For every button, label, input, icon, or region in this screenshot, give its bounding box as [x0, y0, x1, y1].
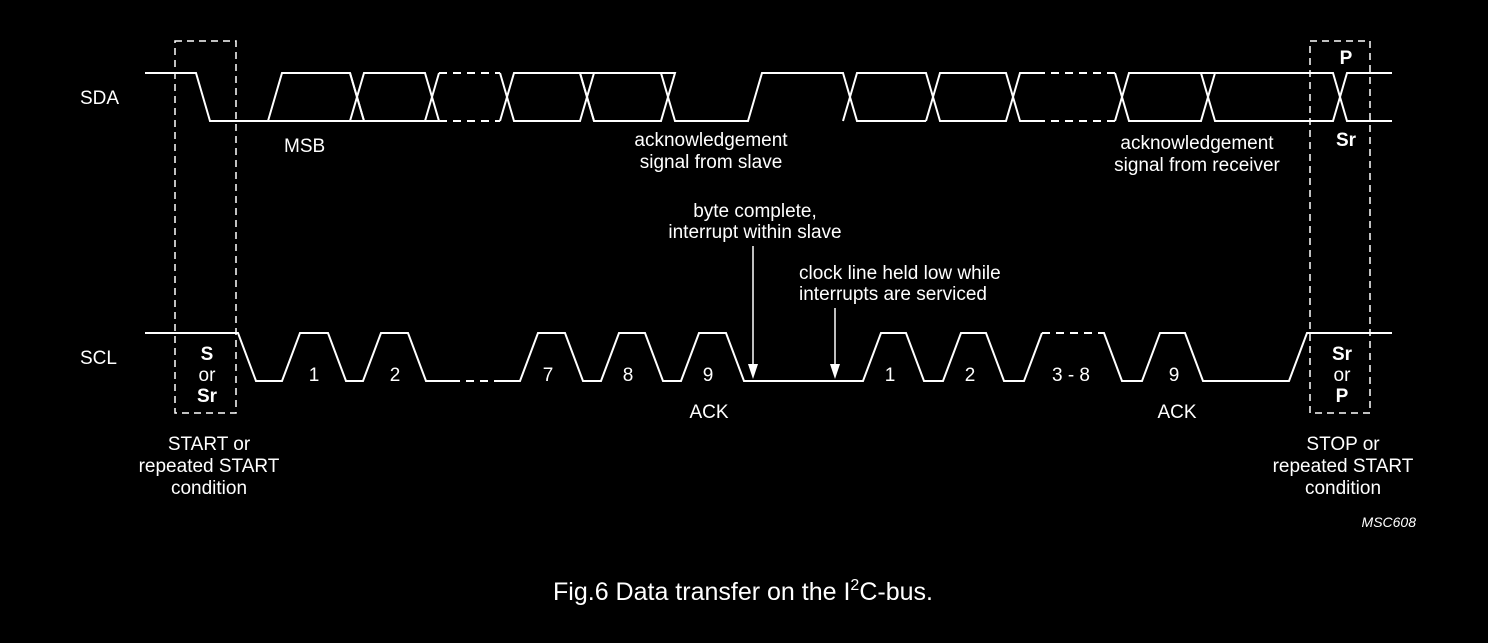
start-condition-line1: START or: [168, 434, 251, 455]
pulse-label: 7: [543, 365, 554, 386]
clock-held-arrowhead: [830, 364, 840, 379]
ack-slave-label-line2: signal from slave: [640, 152, 783, 173]
start-condition-box: [174, 40, 237, 414]
ack-label: ACK: [689, 402, 728, 423]
scl-label: SCL: [80, 348, 117, 369]
pulse-label: 2: [390, 365, 401, 386]
msb-label: MSB: [284, 136, 325, 157]
ack-receiver-label-line1: acknowledgement: [1120, 133, 1274, 154]
scl-waveform: [145, 332, 1392, 382]
pulse-label: 9: [703, 365, 714, 386]
pulse-label: 9: [1169, 365, 1180, 386]
pulse-label: 8: [623, 365, 634, 386]
pulse-label: 3 - 8: [1052, 365, 1090, 386]
pulse-label: 1: [885, 365, 896, 386]
start-sr-label: Sr: [197, 386, 218, 407]
stop-condition-line1: STOP or: [1306, 434, 1380, 455]
figure-caption: Fig.6 Data transfer on the I2C-bus.: [553, 577, 933, 606]
stop-or-label: or: [1334, 365, 1352, 386]
pulse-label: 1: [309, 365, 320, 386]
stop-sr-label: Sr: [1332, 344, 1353, 365]
start-or-label: or: [199, 365, 217, 386]
ack-label: ACK: [1157, 402, 1196, 423]
start-condition-line3: condition: [171, 478, 247, 499]
stop-condition-line3: condition: [1305, 478, 1381, 499]
repeated-start-sr-label: Sr: [1336, 130, 1357, 151]
ack-receiver-label-line2: signal from receiver: [1114, 155, 1280, 176]
pulse-label: 2: [965, 365, 976, 386]
stop-p-label: P: [1340, 48, 1353, 69]
stop-condition-line2: repeated START: [1273, 456, 1414, 477]
sda-label: SDA: [80, 88, 119, 109]
clock-held-annotation-line1: clock line held low while: [799, 263, 1001, 284]
ack-slave-label-line1: acknowledgement: [634, 130, 788, 151]
caption-superscript: 2: [850, 577, 859, 594]
byte-complete-arrowhead: [748, 364, 758, 379]
start-s-label: S: [201, 344, 214, 365]
stop-p-box-label: P: [1336, 386, 1349, 407]
caption-suffix: C-bus.: [859, 578, 933, 606]
clock-held-annotation-line2: interrupts are serviced: [799, 284, 987, 305]
caption-prefix: Fig.6 Data transfer on the I: [553, 578, 850, 606]
figure-code: MSC608: [1362, 514, 1417, 530]
sda-waveform: [145, 72, 1392, 122]
byte-complete-annotation-line2: interrupt within slave: [668, 222, 841, 243]
stop-condition-box: [1309, 40, 1371, 414]
byte-complete-annotation-line1: byte complete,: [693, 201, 817, 222]
start-condition-line2: repeated START: [139, 456, 280, 477]
